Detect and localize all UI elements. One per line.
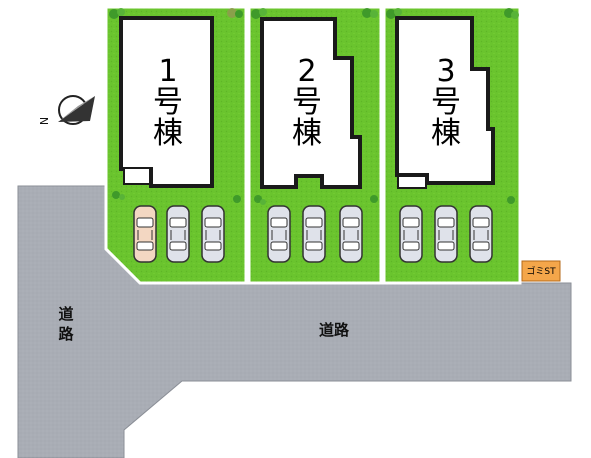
car-icon	[267, 205, 291, 263]
building-1-go: 号	[153, 85, 183, 120]
building-2-go: 号	[292, 85, 322, 120]
building-1-outline	[119, 16, 214, 188]
garbage-station-label: ゴミST	[526, 265, 556, 277]
shrub-icon	[370, 195, 378, 203]
building-3-entrance	[397, 175, 427, 189]
building-2-tou: 棟	[292, 116, 322, 151]
shrub-icon	[233, 195, 241, 203]
building-2-number: 2	[297, 54, 316, 89]
building-2-label: 2 号 棟	[292, 54, 322, 151]
shrub-icon	[362, 8, 378, 18]
garbage-station: ゴミST	[521, 260, 561, 282]
compass-letter: N	[38, 117, 51, 125]
car-icon	[339, 205, 363, 263]
shrub-icon	[109, 8, 125, 19]
garbage-station-box	[521, 260, 561, 282]
building-2-outline	[260, 17, 362, 189]
shrub-icon	[112, 191, 125, 200]
shrub-icon	[507, 196, 515, 204]
building-3-go: 号	[431, 85, 461, 120]
road-label-main: 道路	[319, 321, 350, 339]
car-icon	[302, 205, 326, 263]
parking-cars	[133, 205, 493, 263]
shrubs	[109, 8, 519, 205]
shrub-icon	[386, 8, 402, 19]
road-label-side-2: 路	[58, 325, 74, 343]
car-icon	[133, 205, 157, 263]
compass-north-icon: N	[38, 95, 95, 125]
car-icon	[166, 205, 190, 263]
building-1-number: 1	[158, 54, 177, 89]
shrub-icon	[504, 8, 519, 19]
shrub-icon	[227, 8, 243, 18]
compass-needle-light	[58, 96, 95, 122]
building-3-tou: 棟	[431, 116, 461, 151]
building-1-label: 1 号 棟	[153, 54, 183, 151]
shrub-icon	[251, 8, 267, 19]
car-icon	[469, 205, 493, 263]
building-1-entrance	[123, 167, 151, 185]
car-icon	[434, 205, 458, 263]
car-icon	[201, 205, 225, 263]
shrub-icon	[254, 195, 266, 205]
building-3-number: 3	[436, 54, 455, 89]
building-3-label: 3 号 棟	[431, 54, 461, 151]
road-label-side-1: 道	[58, 305, 73, 323]
car-icon	[399, 205, 423, 263]
building-1-tou: 棟	[153, 116, 183, 151]
